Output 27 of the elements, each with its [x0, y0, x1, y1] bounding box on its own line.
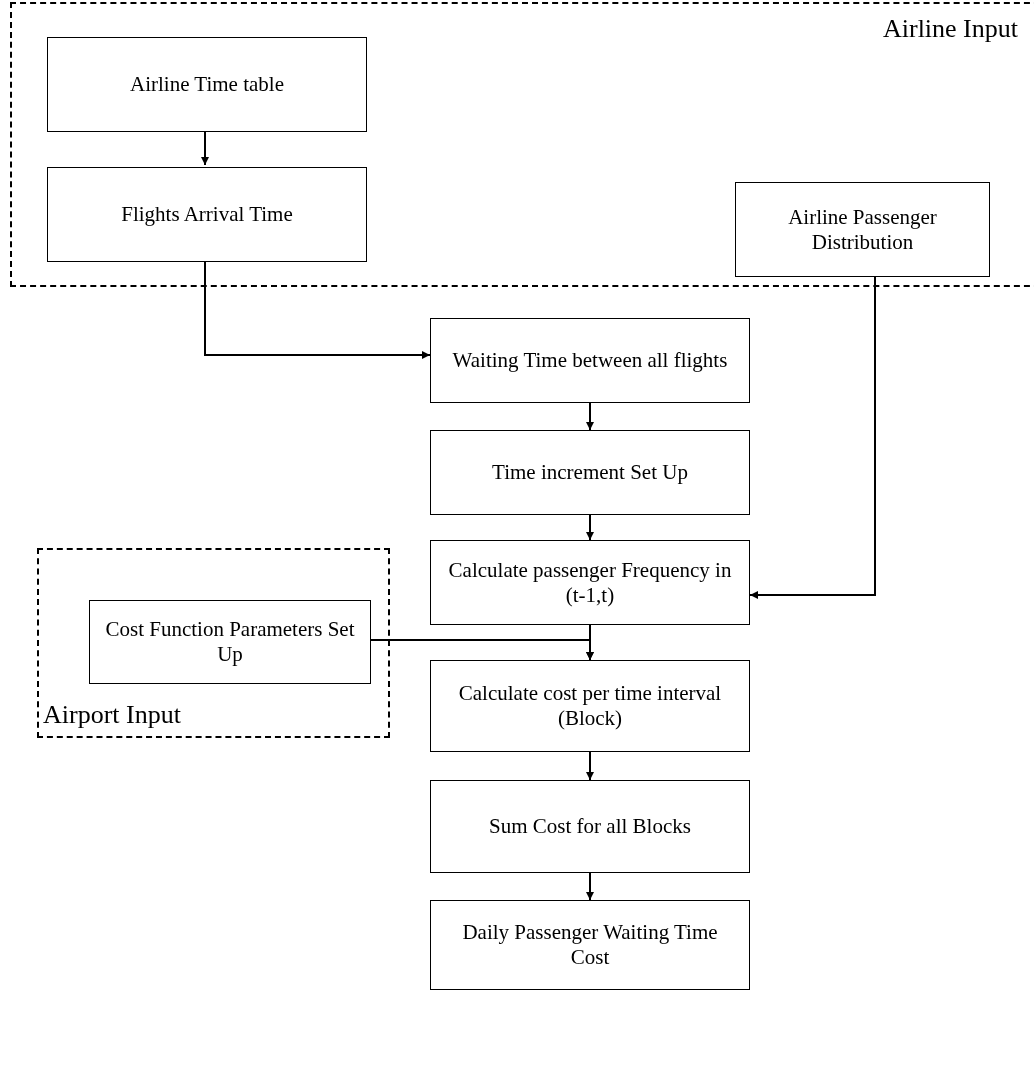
arrow [586, 514, 594, 541]
group-title: Airline Input [882, 14, 1018, 44]
box-label: Calculate cost per time interval (Block) [457, 681, 723, 731]
box-label: Calculate passenger Frequency in (t-1,t) [447, 557, 733, 608]
group-title: Airport Input [43, 700, 181, 730]
process-box [430, 318, 750, 403]
box-label: Cost Function Parameters Set Up [104, 617, 356, 667]
process-box [47, 167, 367, 262]
process-box [430, 540, 750, 625]
process-box [89, 600, 371, 684]
dashed-group-frame [37, 548, 390, 738]
process-box [430, 660, 750, 752]
arrow [586, 872, 594, 901]
process-box [47, 37, 367, 132]
process-box [735, 182, 990, 277]
box-label: Waiting Time between all flights [452, 348, 728, 373]
process-box [430, 900, 750, 990]
arrow [586, 751, 594, 781]
box-label: Airline Time table [130, 72, 284, 97]
box-label: Daily Passenger Waiting Time Cost [461, 920, 719, 970]
process-box [430, 780, 750, 873]
process-box [430, 430, 750, 515]
box-label: Sum Cost for all Blocks [489, 814, 691, 839]
box-label: Time increment Set Up [492, 460, 688, 485]
box-label: Airline Passenger Distribution [787, 204, 938, 255]
arrow [586, 402, 594, 431]
box-label: Flights Arrival Time [121, 202, 293, 227]
